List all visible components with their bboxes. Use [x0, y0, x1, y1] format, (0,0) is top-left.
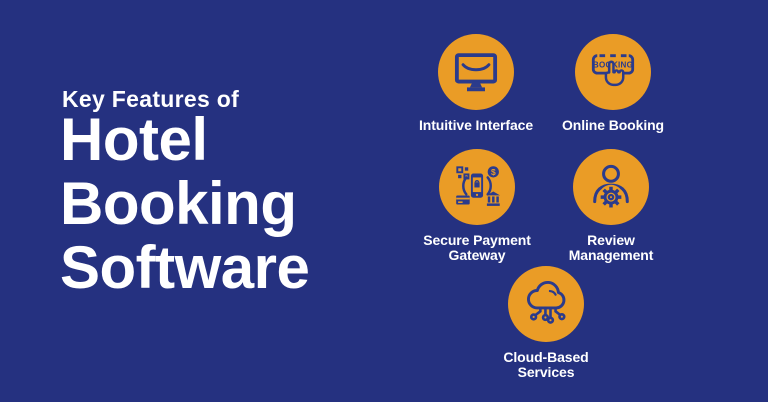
booking-button-click-icon: BOOKING [591, 54, 635, 87]
feature-label: Secure Payment Gateway [423, 232, 531, 263]
title-line-2: Booking [60, 170, 297, 237]
payment-cycle-icon: $ [456, 166, 501, 206]
feature-circle: $ [439, 149, 515, 225]
headline-kicker: Key Features of [62, 86, 240, 112]
page-title: Hotel Booking Software [60, 106, 310, 301]
feature-intuitive-interface: Intuitive Interface [391, 34, 561, 133]
svg-text:$: $ [491, 167, 496, 177]
feature-circle [508, 266, 584, 342]
feature-circle [438, 34, 514, 110]
feature-online-booking: BOOKING Online Booking [528, 34, 698, 133]
feature-label: Online Booking [561, 117, 665, 133]
cloud-network-icon [526, 281, 566, 324]
feature-label: Cloud-Based Services [503, 349, 589, 380]
feature-label: Intuitive Interface [418, 117, 534, 133]
title-line-1: Hotel [60, 106, 208, 173]
feature-review-management: Review Management [526, 149, 696, 263]
title-line-3: Software [60, 234, 310, 301]
feature-secure-payment-gateway: $ Secure Payment Gateway [392, 149, 562, 263]
person-gear-icon [593, 164, 629, 210]
feature-circle [573, 149, 649, 225]
monitor-smile-icon [454, 53, 498, 92]
feature-cloud-based-services: Cloud-Based Services [461, 266, 631, 380]
feature-circle: BOOKING [575, 34, 651, 110]
feature-label: Review Management [568, 232, 654, 263]
